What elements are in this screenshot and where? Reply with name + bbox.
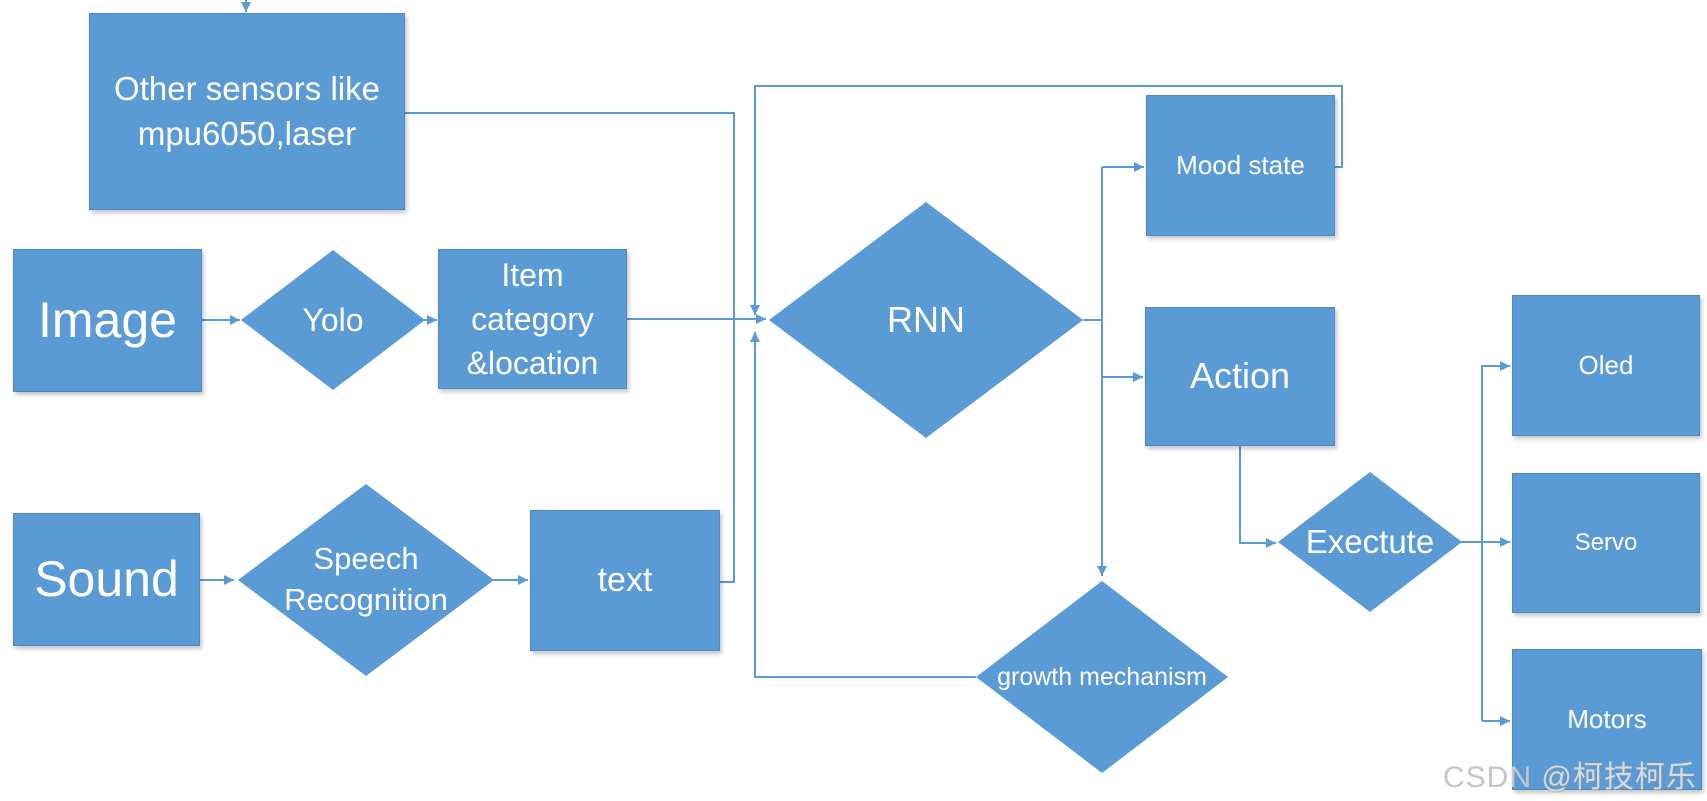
node-rnn: RNN [769, 202, 1083, 438]
csdn-watermark-brand: CSDN [1443, 761, 1533, 794]
node-growth-mechanism: growth mechanism [976, 581, 1228, 773]
node-servo-label: Servo [1574, 528, 1638, 556]
node-action: Action [1145, 307, 1335, 446]
node-other-sensors-label-line2: mpu6050,laser [137, 114, 357, 152]
node-motors: Motors [1512, 649, 1702, 790]
node-item-category: Item category &location [438, 249, 627, 389]
connector-exectute-oled [1481, 361, 1510, 721]
node-mood-state-label: Mood state [1176, 149, 1305, 180]
node-motors-label: Motors [1567, 703, 1647, 734]
node-item-category-label-line3: &location [466, 345, 599, 382]
node-item-category-label-line1: Item [501, 256, 564, 293]
node-image: Image [13, 249, 202, 392]
node-image-label: Image [38, 291, 177, 348]
node-text-label: text [597, 560, 653, 599]
node-growth-label: growth mechanism [997, 662, 1207, 691]
node-speech-label-line2: Recognition [284, 582, 448, 617]
node-oled: Oled [1512, 295, 1700, 436]
node-text: text [530, 510, 720, 651]
node-speech-recognition: Speech Recognition [238, 484, 494, 676]
csdn-watermark: CSDN @柯技柯乐 [1443, 752, 1697, 796]
node-yolo-label: Yolo [302, 301, 364, 338]
node-sound-label: Sound [34, 550, 179, 607]
node-exectute-label: Exectute [1305, 523, 1435, 561]
node-sound: Sound [13, 513, 200, 646]
csdn-watermark-user: @柯技柯乐 [1541, 761, 1697, 794]
node-exectute: Exectute [1278, 472, 1462, 612]
node-action-label: Action [1189, 355, 1291, 397]
node-other-sensors: Other sensors like mpu6050,laser [89, 13, 405, 210]
connector-action-exectute [1239, 446, 1276, 548]
node-servo: Servo [1512, 473, 1700, 613]
node-item-category-label-line2: category [471, 300, 594, 337]
node-oled-label: Oled [1578, 349, 1634, 380]
node-other-sensors-label-line1: Other sensors like [114, 69, 380, 107]
node-speech-label-line1: Speech [313, 541, 419, 577]
node-rnn-label: RNN [887, 299, 965, 341]
node-mood-state: Mood state [1146, 95, 1335, 236]
node-yolo: Yolo [241, 250, 425, 390]
